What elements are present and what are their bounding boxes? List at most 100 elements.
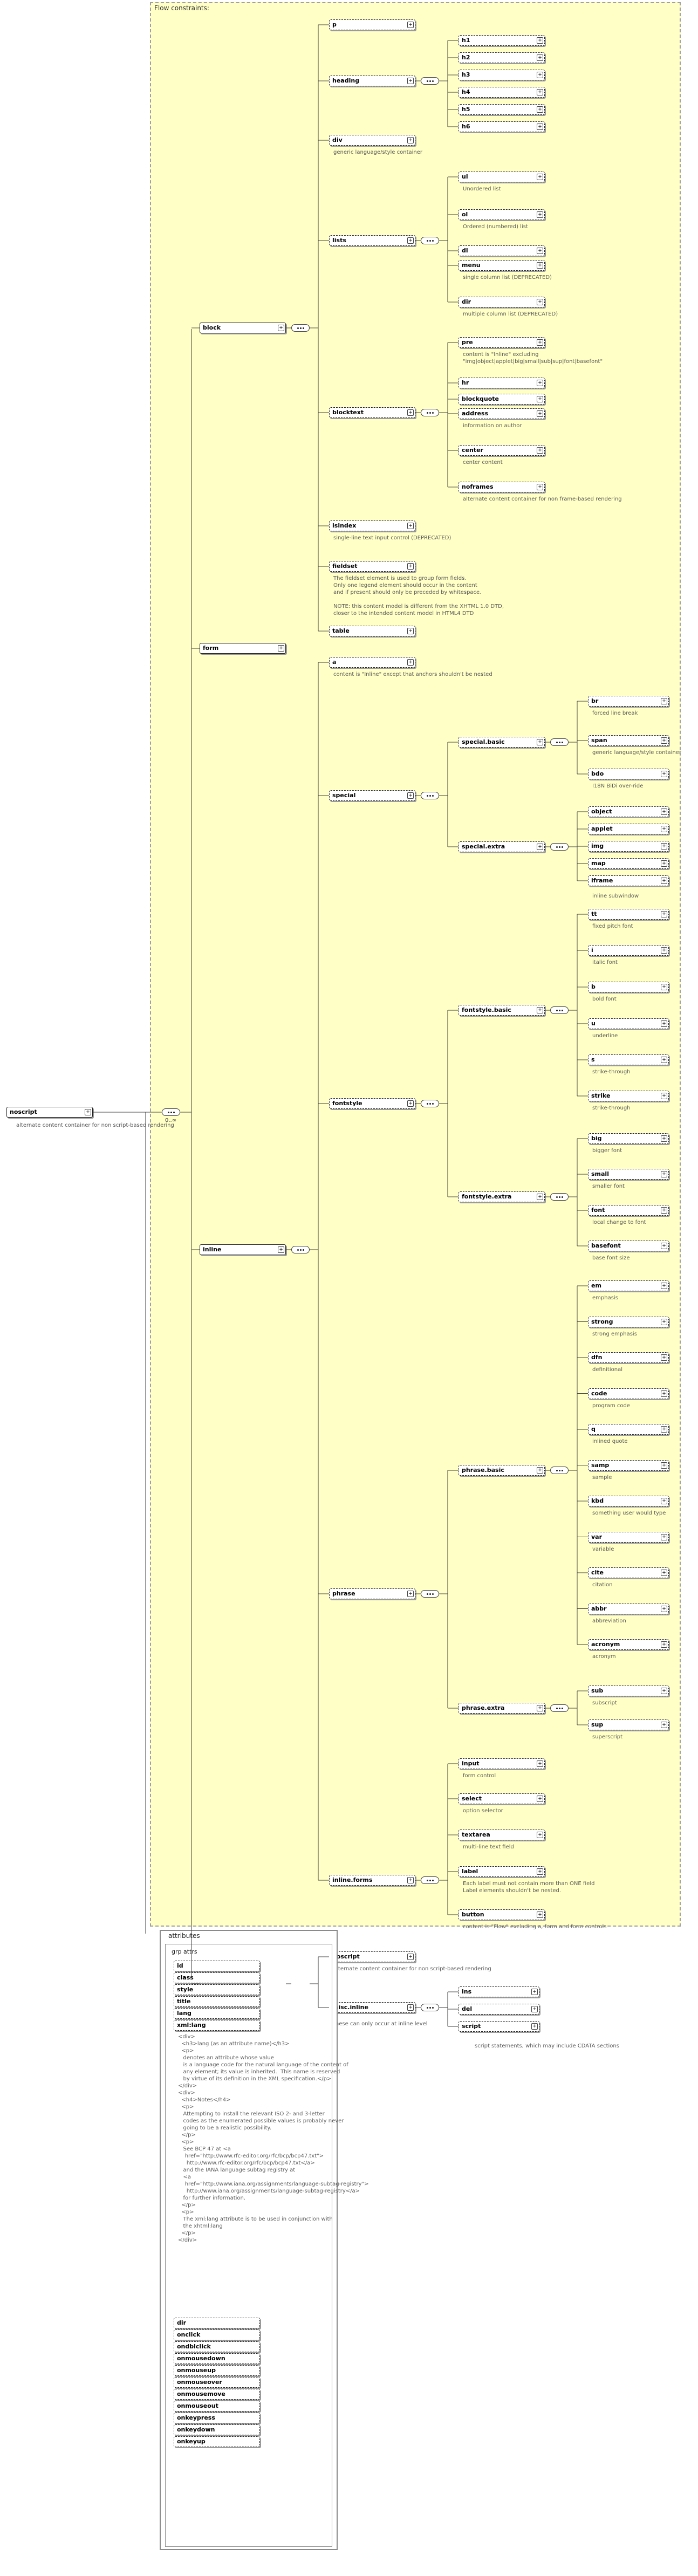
expand-icon[interactable]: + bbox=[661, 1462, 667, 1469]
expand-icon[interactable]: + bbox=[661, 878, 667, 884]
expand-icon[interactable]: + bbox=[661, 1688, 667, 1694]
expand-icon[interactable]: + bbox=[537, 1705, 543, 1711]
element-inline[interactable]: inline+ bbox=[200, 1244, 286, 1255]
expand-icon[interactable]: + bbox=[537, 106, 543, 113]
element-onclick[interactable]: onclick bbox=[174, 2330, 260, 2340]
element-block[interactable]: block+ bbox=[200, 323, 286, 333]
expand-icon[interactable]: + bbox=[537, 211, 543, 218]
element-input[interactable]: input+ bbox=[459, 1758, 545, 1769]
element-blockquote[interactable]: blockquote+ bbox=[459, 394, 545, 405]
expand-icon[interactable]: + bbox=[661, 698, 667, 704]
element-dl[interactable]: dl+ bbox=[459, 245, 545, 256]
element-basefont[interactable]: basefont+ bbox=[588, 1241, 669, 1251]
expand-icon[interactable]: + bbox=[537, 54, 543, 61]
element-del[interactable]: del+ bbox=[459, 2004, 539, 2015]
expand-icon[interactable]: + bbox=[531, 1989, 538, 1995]
element-tt[interactable]: tt+ bbox=[588, 909, 669, 920]
expand-icon[interactable]: + bbox=[661, 1533, 667, 1540]
expand-icon[interactable]: + bbox=[661, 947, 667, 954]
element-center[interactable]: center+ bbox=[459, 445, 545, 456]
element-dfn[interactable]: dfn+ bbox=[588, 1352, 669, 1363]
expand-icon[interactable]: + bbox=[661, 1207, 667, 1214]
expand-icon[interactable]: + bbox=[537, 380, 543, 386]
element-object[interactable]: object+ bbox=[588, 806, 669, 817]
expand-icon[interactable]: + bbox=[661, 809, 667, 815]
expand-icon[interactable]: + bbox=[407, 2004, 414, 2011]
element-heading[interactable]: heading+ bbox=[329, 76, 415, 86]
element-phrase-basic[interactable]: phrase.basic+ bbox=[459, 1465, 545, 1476]
expand-icon[interactable]: + bbox=[407, 628, 414, 634]
expand-icon[interactable]: + bbox=[407, 237, 414, 244]
element-h2[interactable]: h2+ bbox=[459, 52, 545, 63]
element-onmouseout[interactable]: onmouseout bbox=[174, 2401, 260, 2411]
element-sup[interactable]: sup+ bbox=[588, 1719, 669, 1730]
expand-icon[interactable]: + bbox=[661, 911, 667, 917]
expand-icon[interactable]: + bbox=[537, 1007, 543, 1013]
expand-icon[interactable]: + bbox=[661, 1020, 667, 1027]
element-dir[interactable]: dir bbox=[174, 2318, 260, 2328]
element-br[interactable]: br+ bbox=[588, 696, 669, 707]
element-code[interactable]: code+ bbox=[588, 1388, 669, 1399]
expand-icon[interactable]: + bbox=[537, 248, 543, 254]
expand-icon[interactable]: + bbox=[661, 1390, 667, 1397]
expand-icon[interactable]: + bbox=[661, 1283, 667, 1289]
element-abbr[interactable]: abbr+ bbox=[588, 1603, 669, 1614]
expand-icon[interactable]: + bbox=[537, 1868, 543, 1875]
element-title[interactable]: title bbox=[174, 1996, 260, 2007]
element-fontstyle[interactable]: fontstyle+ bbox=[329, 1098, 415, 1109]
element-map[interactable]: map+ bbox=[588, 858, 669, 869]
element-h3[interactable]: h3+ bbox=[459, 70, 545, 80]
element-em[interactable]: em+ bbox=[588, 1280, 669, 1291]
element-font[interactable]: font+ bbox=[588, 1205, 669, 1216]
expand-icon[interactable]: + bbox=[661, 1641, 667, 1648]
element-special-extra[interactable]: special.extra+ bbox=[459, 841, 545, 852]
expand-icon[interactable]: + bbox=[661, 843, 667, 849]
expand-icon[interactable]: + bbox=[661, 1605, 667, 1612]
element-cite[interactable]: cite+ bbox=[588, 1567, 669, 1578]
element-fontstyle-extra[interactable]: fontstyle.extra+ bbox=[459, 1191, 545, 1202]
element-pre[interactable]: pre+ bbox=[459, 337, 545, 348]
element-applet[interactable]: applet+ bbox=[588, 824, 669, 834]
expand-icon[interactable]: + bbox=[407, 659, 414, 666]
element-label[interactable]: label+ bbox=[459, 1866, 545, 1877]
element-phrase-extra[interactable]: phrase.extra+ bbox=[459, 1703, 545, 1714]
element-ul[interactable]: ul+ bbox=[459, 172, 545, 182]
element-a[interactable]: a+ bbox=[329, 657, 415, 668]
element-lists[interactable]: lists+ bbox=[329, 235, 415, 246]
element-kbd[interactable]: kbd+ bbox=[588, 1496, 669, 1506]
element-inline-forms[interactable]: inline.forms+ bbox=[329, 1875, 415, 1886]
element-small[interactable]: small+ bbox=[588, 1169, 669, 1180]
element-hr[interactable]: hr+ bbox=[459, 378, 545, 388]
element-strong[interactable]: strong+ bbox=[588, 1316, 669, 1327]
element-b[interactable]: b+ bbox=[588, 982, 669, 992]
element-noscript[interactable]: noscript+ bbox=[6, 1107, 93, 1118]
expand-icon[interactable]: + bbox=[537, 72, 543, 78]
expand-icon[interactable]: + bbox=[407, 137, 414, 143]
element-phrase[interactable]: phrase+ bbox=[329, 1588, 415, 1599]
expand-icon[interactable]: + bbox=[537, 1760, 543, 1767]
expand-icon[interactable]: + bbox=[537, 299, 543, 305]
element-span[interactable]: span+ bbox=[588, 735, 669, 746]
element-textarea[interactable]: textarea+ bbox=[459, 1830, 545, 1840]
element-script[interactable]: script+ bbox=[459, 2021, 539, 2032]
expand-icon[interactable]: + bbox=[537, 174, 543, 180]
element-iframe[interactable]: iframe+ bbox=[588, 875, 669, 886]
element-special[interactable]: special+ bbox=[329, 790, 415, 801]
expand-icon[interactable]: + bbox=[537, 484, 543, 490]
expand-icon[interactable]: + bbox=[661, 1722, 667, 1728]
expand-icon[interactable]: + bbox=[278, 325, 284, 331]
element-i[interactable]: i+ bbox=[588, 945, 669, 956]
element-big[interactable]: big+ bbox=[588, 1133, 669, 1144]
expand-icon[interactable]: + bbox=[407, 563, 414, 570]
element-button[interactable]: button+ bbox=[459, 1909, 545, 1920]
element-table[interactable]: table+ bbox=[329, 626, 415, 636]
element-s[interactable]: s+ bbox=[588, 1054, 669, 1065]
expand-icon[interactable]: + bbox=[661, 1135, 667, 1142]
element-onmouseover[interactable]: onmouseover bbox=[174, 2377, 260, 2388]
expand-icon[interactable]: + bbox=[661, 826, 667, 832]
expand-icon[interactable]: + bbox=[407, 1100, 414, 1107]
element-onkeydown[interactable]: onkeydown bbox=[174, 2424, 260, 2435]
expand-icon[interactable]: + bbox=[661, 860, 667, 867]
element-class[interactable]: class bbox=[174, 1972, 260, 1983]
expand-icon[interactable]: + bbox=[537, 1467, 543, 1474]
